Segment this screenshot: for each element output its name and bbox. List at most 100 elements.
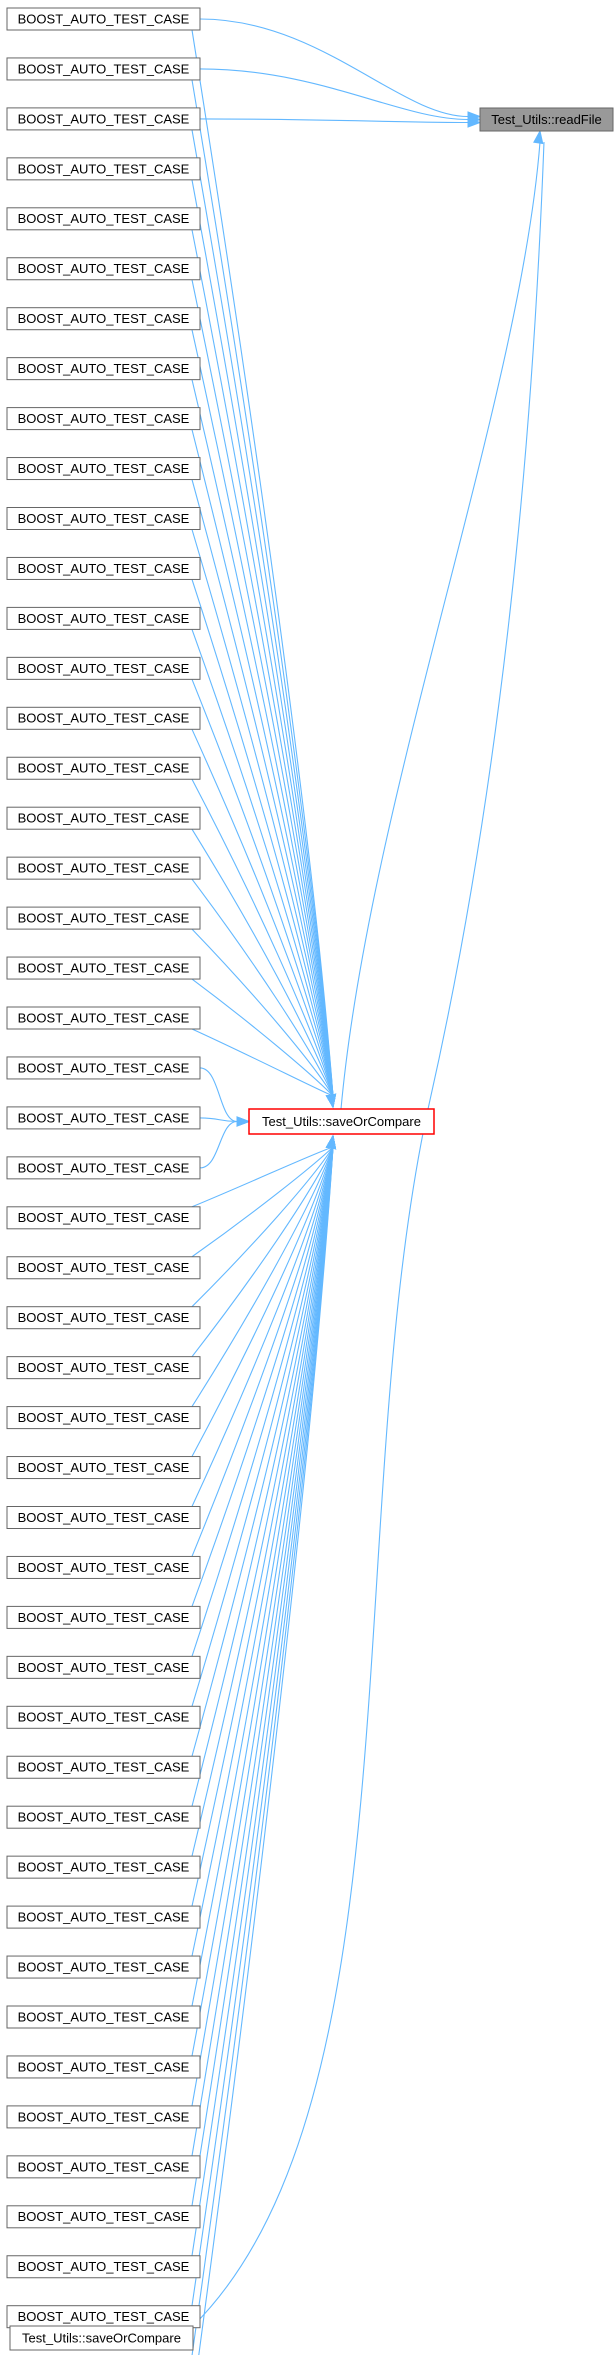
node-boost-auto-test-case-box[interactable] [6,1456,201,1480]
node-boost-auto-test-case[interactable]: BOOST_AUTO_TEST_CASE [6,1955,201,1979]
node-boost-auto-test-case-box[interactable] [6,257,201,281]
node-readfile[interactable]: Test_Utils::readFile [479,107,614,132]
node-boost-auto-test-case[interactable]: BOOST_AUTO_TEST_CASE [6,357,201,381]
node-boost-auto-test-case-box[interactable] [6,906,201,930]
node-saveorcompare-bottom[interactable]: Test_Utils::saveOrCompare [9,2325,194,2351]
node-boost-auto-test-case-box[interactable] [6,1206,201,1230]
node-boost-auto-test-case[interactable]: BOOST_AUTO_TEST_CASE [6,1156,201,1180]
node-boost-auto-test-case[interactable]: BOOST_AUTO_TEST_CASE [6,7,201,31]
node-boost-auto-test-case-box[interactable] [6,656,201,680]
node-boost-auto-test-case[interactable]: BOOST_AUTO_TEST_CASE [6,157,201,181]
node-boost-auto-test-case[interactable]: BOOST_AUTO_TEST_CASE [6,457,201,481]
node-boost-auto-test-case[interactable]: BOOST_AUTO_TEST_CASE [6,2055,201,2079]
node-boost-auto-test-case[interactable]: BOOST_AUTO_TEST_CASE [6,207,201,231]
node-boost-auto-test-case[interactable]: BOOST_AUTO_TEST_CASE [6,706,201,730]
node-boost-auto-test-case-box[interactable] [6,1156,201,1180]
node-boost-auto-test-case-box[interactable] [6,1056,201,1080]
node-boost-auto-test-case-box[interactable] [6,1755,201,1779]
node-boost-auto-test-case[interactable]: BOOST_AUTO_TEST_CASE [6,856,201,880]
node-boost-auto-test-case[interactable]: BOOST_AUTO_TEST_CASE [6,1356,201,1380]
node-boost-auto-test-case-box[interactable] [6,2055,201,2079]
node-boost-auto-test-case-box[interactable] [6,1555,201,1579]
node-boost-auto-test-case-box[interactable] [6,806,201,830]
node-boost-auto-test-case-box[interactable] [6,2255,201,2279]
node-boost-auto-test-case-box[interactable] [6,1655,201,1679]
node-boost-auto-test-case-box[interactable] [6,507,201,530]
node-boost-auto-test-case-box[interactable] [6,457,201,481]
node-boost-auto-test-case[interactable]: BOOST_AUTO_TEST_CASE [6,1006,201,1030]
node-readfile-box[interactable] [479,107,614,132]
node-boost-auto-test-case-box[interactable] [6,107,201,131]
node-boost-auto-test-case[interactable]: BOOST_AUTO_TEST_CASE [6,1056,201,1080]
node-boost-auto-test-case-box[interactable] [6,2155,201,2179]
node-boost-auto-test-case[interactable]: BOOST_AUTO_TEST_CASE [6,1605,201,1629]
node-boost-auto-test-case-box[interactable] [6,307,201,331]
node-boost-auto-test-case[interactable]: BOOST_AUTO_TEST_CASE [6,756,201,780]
node-boost-auto-test-case-box[interactable] [6,556,201,580]
node-boost-auto-test-case[interactable]: BOOST_AUTO_TEST_CASE [6,1456,201,1480]
node-boost-auto-test-case-box[interactable] [6,7,201,31]
node-boost-auto-test-case-box[interactable] [6,1855,201,1879]
node-boost-auto-test-case-box[interactable] [6,1106,201,1130]
edge-to-saveorcompare [191,479,334,1097]
node-boost-auto-test-case[interactable]: BOOST_AUTO_TEST_CASE [6,1555,201,1579]
node-boost-auto-test-case-box[interactable] [6,1705,201,1729]
node-boost-auto-test-case[interactable]: BOOST_AUTO_TEST_CASE [6,1306,201,1330]
node-boost-auto-test-case[interactable]: BOOST_AUTO_TEST_CASE [6,2105,201,2129]
node-boost-auto-test-case[interactable]: BOOST_AUTO_TEST_CASE [6,107,201,131]
node-boost-auto-test-case-box[interactable] [6,1356,201,1380]
node-boost-auto-test-case-box[interactable] [6,207,201,231]
node-boost-auto-test-case-box[interactable] [6,357,201,381]
node-boost-auto-test-case-box[interactable] [6,1955,201,1979]
node-boost-auto-test-case-box[interactable] [6,1805,201,1829]
node-boost-auto-test-case-box[interactable] [6,706,201,730]
node-boost-auto-test-case-box[interactable] [6,1006,201,1030]
node-boost-auto-test-case[interactable]: BOOST_AUTO_TEST_CASE [6,507,201,530]
node-boost-auto-test-case[interactable]: BOOST_AUTO_TEST_CASE [6,257,201,281]
node-boost-auto-test-case[interactable]: BOOST_AUTO_TEST_CASE [6,1506,201,1529]
node-boost-auto-test-case[interactable]: BOOST_AUTO_TEST_CASE [6,2005,201,2029]
node-boost-auto-test-case[interactable]: BOOST_AUTO_TEST_CASE [6,1106,201,1130]
node-boost-auto-test-case-box[interactable] [6,57,201,81]
node-boost-auto-test-case[interactable]: BOOST_AUTO_TEST_CASE [6,57,201,81]
node-saveorcompare-focus-box[interactable] [248,1108,435,1135]
node-boost-auto-test-case[interactable]: BOOST_AUTO_TEST_CASE [6,956,201,980]
node-boost-auto-test-case[interactable]: BOOST_AUTO_TEST_CASE [6,2155,201,2179]
node-boost-auto-test-case-box[interactable] [6,2005,201,2029]
node-boost-auto-test-case-box[interactable] [6,606,201,630]
node-boost-auto-test-case[interactable]: BOOST_AUTO_TEST_CASE [6,1905,201,1929]
node-saveorcompare-bottom-box[interactable] [9,2325,194,2351]
node-boost-auto-test-case[interactable]: BOOST_AUTO_TEST_CASE [6,2305,201,2329]
node-boost-auto-test-case-box[interactable] [6,2205,201,2229]
node-boost-auto-test-case[interactable]: BOOST_AUTO_TEST_CASE [6,2205,201,2229]
node-boost-auto-test-case[interactable]: BOOST_AUTO_TEST_CASE [6,606,201,630]
node-boost-auto-test-case[interactable]: BOOST_AUTO_TEST_CASE [6,307,201,331]
node-boost-auto-test-case[interactable]: BOOST_AUTO_TEST_CASE [6,906,201,930]
node-boost-auto-test-case[interactable]: BOOST_AUTO_TEST_CASE [6,1805,201,1829]
node-boost-auto-test-case[interactable]: BOOST_AUTO_TEST_CASE [6,1655,201,1679]
node-boost-auto-test-case-box[interactable] [6,1506,201,1529]
node-boost-auto-test-case[interactable]: BOOST_AUTO_TEST_CASE [6,1855,201,1879]
node-boost-auto-test-case-box[interactable] [6,157,201,181]
node-boost-auto-test-case[interactable]: BOOST_AUTO_TEST_CASE [6,2255,201,2279]
node-boost-auto-test-case[interactable]: BOOST_AUTO_TEST_CASE [6,806,201,830]
node-boost-auto-test-case[interactable]: BOOST_AUTO_TEST_CASE [6,1755,201,1779]
node-boost-auto-test-case-box[interactable] [6,407,201,431]
node-saveorcompare-focus[interactable]: Test_Utils::saveOrCompare [248,1108,435,1135]
node-boost-auto-test-case-box[interactable] [6,1905,201,1929]
node-boost-auto-test-case[interactable]: BOOST_AUTO_TEST_CASE [6,1256,201,1280]
node-boost-auto-test-case-box[interactable] [6,1406,201,1430]
node-boost-auto-test-case-box[interactable] [6,1605,201,1629]
node-boost-auto-test-case[interactable]: BOOST_AUTO_TEST_CASE [6,1406,201,1430]
node-boost-auto-test-case-box[interactable] [6,956,201,980]
node-boost-auto-test-case-box[interactable] [6,856,201,880]
node-boost-auto-test-case-box[interactable] [6,1306,201,1330]
node-boost-auto-test-case-box[interactable] [6,2105,201,2129]
node-boost-auto-test-case[interactable]: BOOST_AUTO_TEST_CASE [6,656,201,680]
node-boost-auto-test-case-box[interactable] [6,1256,201,1280]
node-boost-auto-test-case[interactable]: BOOST_AUTO_TEST_CASE [6,1206,201,1230]
node-boost-auto-test-case[interactable]: BOOST_AUTO_TEST_CASE [6,1705,201,1729]
node-boost-auto-test-case[interactable]: BOOST_AUTO_TEST_CASE [6,556,201,580]
node-boost-auto-test-case-box[interactable] [6,756,201,780]
node-boost-auto-test-case[interactable]: BOOST_AUTO_TEST_CASE [6,407,201,431]
